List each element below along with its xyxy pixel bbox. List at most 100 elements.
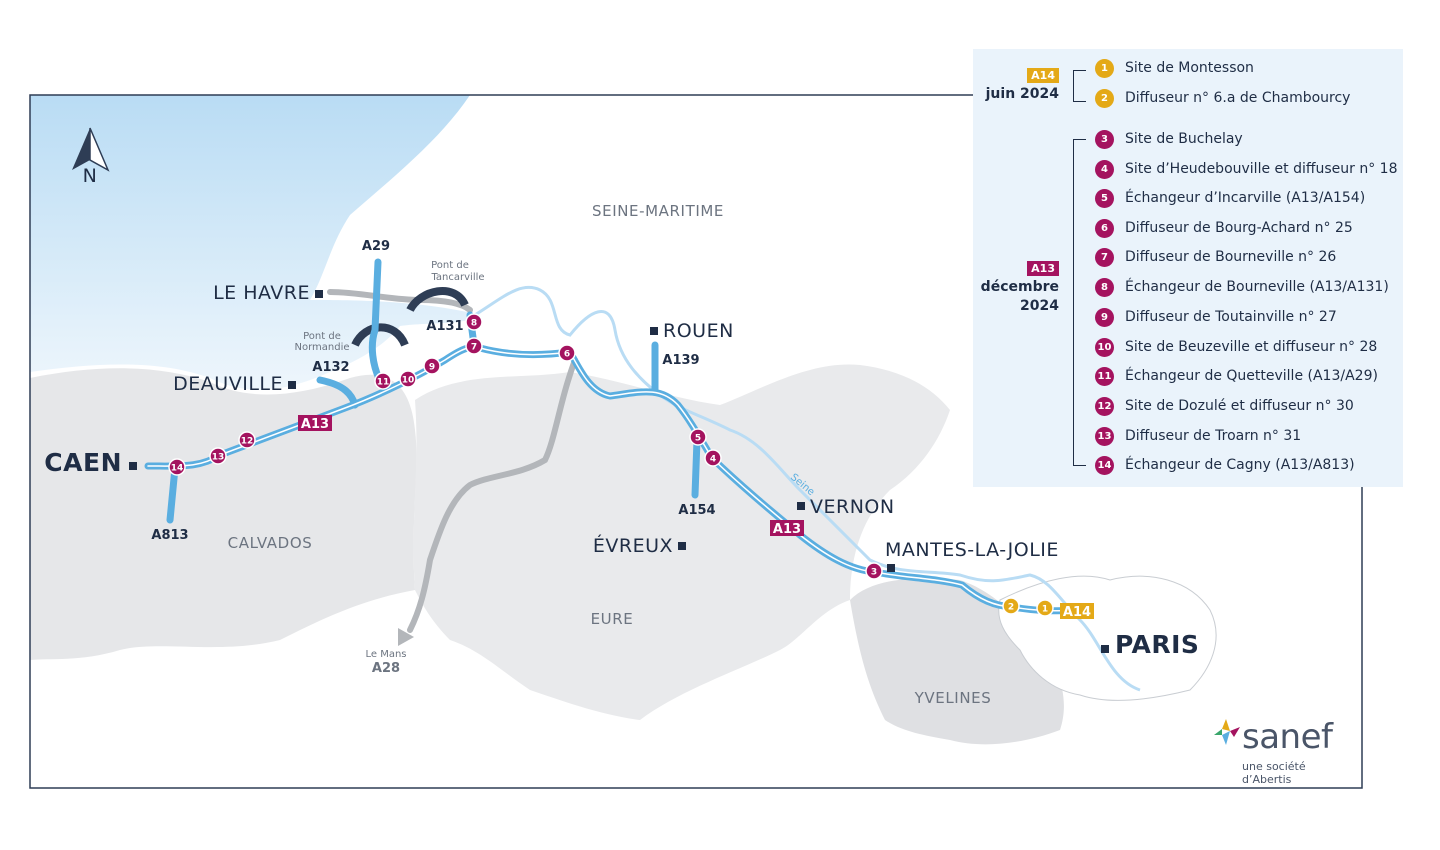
map-marker-number: 10 [402, 376, 415, 386]
brand-name: sanef [1242, 717, 1333, 757]
map-marker-4 [704, 449, 722, 467]
legend-item-label: Diffuseur de Toutainville n° 27 [1125, 309, 1337, 325]
bridges [351, 287, 469, 347]
legend-item-label: Échangeur de Bourneville (A13/A131) [1125, 279, 1389, 295]
road-a154: A154 [678, 503, 715, 518]
map-marker-number: 5 [695, 434, 701, 444]
label-tancarville-1: Pont de [431, 260, 469, 271]
road-a13-east: A13 [773, 522, 801, 537]
dept-calvados: CALVADOS [228, 534, 313, 552]
city-le-havre: LE HAVRE [213, 282, 310, 304]
legend-item-number: 13 [1095, 426, 1114, 446]
a13-highway-core [147, 346, 1081, 612]
map-marker-9 [423, 357, 441, 375]
legend-item-number: 1 [1095, 58, 1114, 78]
legend-item-number: 14 [1095, 455, 1114, 475]
road-a28: A28 [372, 661, 400, 676]
legend-item-label: Diffuseur de Bourg-Achard n° 25 [1125, 220, 1353, 236]
compass-letter: N [83, 165, 98, 187]
map-marker-2 [1002, 597, 1020, 615]
map-marker-number: 8 [471, 319, 477, 329]
dept-yvelines: YVELINES [914, 689, 992, 707]
legend-item-number: 11 [1095, 366, 1114, 386]
legend-item-label: Échangeur d’Incarville (A13/A154) [1125, 190, 1366, 206]
map-marker-13 [209, 447, 227, 465]
city-caen: CAEN [44, 448, 122, 477]
road-a813: A813 [151, 528, 188, 543]
label-tancarville-2: Tancarville [430, 272, 484, 283]
legend-item-label: Site de Buchelay [1125, 131, 1243, 147]
legend-item: 10 Site de Beuzeville et diffuseur n° 28 [1095, 336, 1377, 358]
legend-item: 6 Diffuseur de Bourg-Achard n° 25 [1095, 217, 1353, 239]
map-marker-number: 7 [471, 343, 477, 353]
legend-item: 3 Site de Buchelay [1095, 128, 1243, 150]
map-marker-number: 13 [212, 453, 225, 463]
legend-item: 9 Diffuseur de Toutainville n° 27 [1095, 306, 1337, 328]
city-mantes: MANTES-LA-JOLIE [885, 539, 1059, 561]
map-marker-8 [465, 313, 483, 331]
legend-item-label: Site de Beuzeville et diffuseur n° 28 [1125, 339, 1378, 355]
label-normandie-1: Pont de [303, 331, 341, 342]
brand-tagline: une société d’Abertis [1242, 760, 1306, 786]
road-a139: A139 [662, 353, 699, 368]
legend-item-number: 10 [1095, 337, 1114, 357]
legend-item-label: Site de Montesson [1125, 60, 1254, 76]
road-a13-west: A13 [301, 417, 329, 432]
legend-item-number: 12 [1095, 396, 1114, 416]
city-deauville: DEAUVILLE [173, 373, 283, 395]
map-marker-number: 3 [871, 568, 877, 578]
map-marker-number: 1 [1042, 605, 1048, 615]
map-marker-number: 11 [377, 378, 390, 388]
legend-item: 5 Échangeur d’Incarville (A13/A154) [1095, 187, 1365, 209]
legend-date-a13-line2: 2024 [1020, 298, 1059, 314]
legend-item-label: Échangeur de Quetteville (A13/A29) [1125, 368, 1378, 384]
dept-seine-maritime: SEINE-MARITIME [592, 202, 724, 220]
legend-date-a13-line1: décembre [980, 279, 1059, 295]
legend-badge-a14: A14 [1027, 68, 1059, 83]
map-marker-number: 4 [710, 455, 716, 465]
road-a29: A29 [362, 239, 390, 254]
map-marker-number: 2 [1008, 603, 1014, 613]
map-marker-1 [1036, 599, 1054, 617]
road-a132: A132 [312, 360, 349, 375]
map-marker-6 [558, 344, 576, 362]
map-marker-7 [465, 337, 483, 355]
city-evreux: ÉVREUX [593, 534, 673, 557]
legend-item-number: 5 [1095, 188, 1114, 208]
label-le-mans: Le Mans [365, 649, 406, 660]
legend-item-number: 6 [1095, 218, 1114, 238]
legend-item-label: Site de Dozulé et diffuseur n° 30 [1125, 398, 1354, 414]
legend-group-a14: A14 juin 2024 [973, 66, 1059, 104]
city-vernon: VERNON [810, 496, 895, 518]
legend-item: 1 Site de Montesson [1095, 57, 1254, 79]
map-marker-number: 12 [241, 437, 254, 447]
cities: LE HAVRE DEAUVILLE CAEN ROUEN VERNON ÉVR… [44, 282, 1199, 659]
legend-item: 11 Échangeur de Quetteville (A13/A29) [1095, 365, 1378, 387]
city-rouen: ROUEN [663, 320, 734, 342]
legend-item-number: 9 [1095, 307, 1114, 327]
map-marker-3 [865, 562, 883, 580]
city-paris: PARIS [1115, 630, 1199, 659]
legend-item-number: 2 [1095, 88, 1114, 108]
map-marker-11 [374, 372, 392, 390]
legend-item-number: 8 [1095, 277, 1114, 297]
legend-item-number: 7 [1095, 247, 1114, 267]
compass: N [72, 127, 110, 187]
legend-item-label: Diffuseur de Bourneville n° 26 [1125, 249, 1337, 265]
legend-bracket-a14 [1073, 70, 1086, 102]
map-marker-12 [238, 431, 256, 449]
legend-item-label: Site d’Heudebouville et diffuseur n° 18 [1125, 161, 1398, 177]
sea [30, 95, 480, 390]
legend-item: 7 Diffuseur de Bourneville n° 26 [1095, 246, 1336, 268]
sanef-logo-icon [1214, 719, 1240, 745]
label-normandie-2: Normandie [294, 342, 349, 353]
legend-group-a13: A13 décembre 2024 [973, 259, 1059, 316]
road-a14: A14 [1063, 605, 1091, 620]
road-a131: A131 [426, 319, 463, 334]
map-marker-10 [399, 370, 417, 388]
legend-item-number: 3 [1095, 129, 1114, 149]
legend-date-a14: juin 2024 [985, 86, 1059, 102]
